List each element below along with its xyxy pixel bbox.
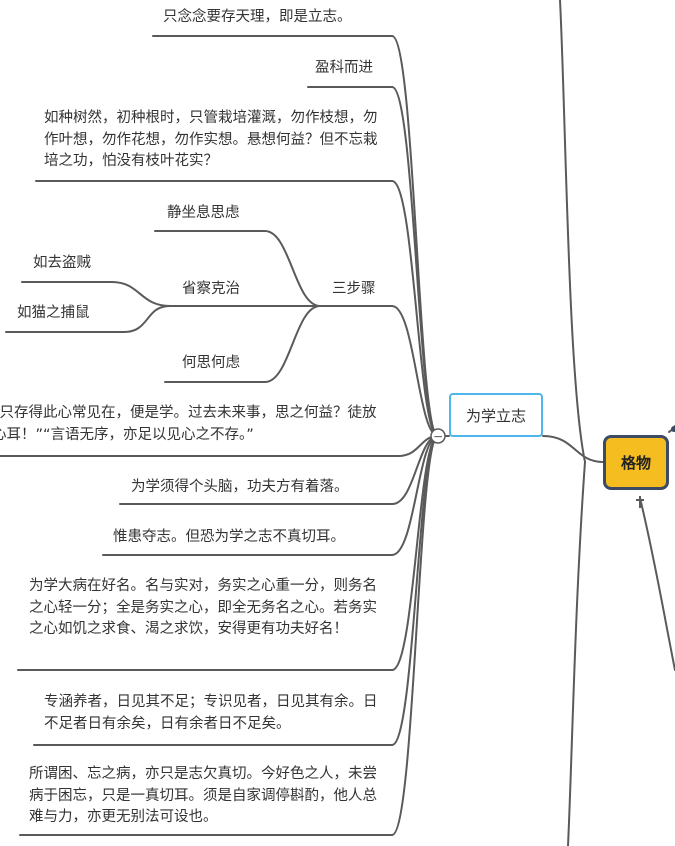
topic-leaf[interactable]: 为学须得个头脑，功夫方有着落。 bbox=[131, 479, 349, 495]
root-node[interactable]: 格物 bbox=[603, 435, 669, 490]
substep-node[interactable]: 如猫之捕鼠 bbox=[17, 305, 90, 321]
branch bbox=[391, 435, 439, 836]
topic-leaf[interactable]: 惟患夺志。但恐为学之志不真切耳。 bbox=[113, 529, 345, 545]
three-steps-node[interactable]: 三步骤 bbox=[332, 281, 376, 297]
branch bbox=[111, 281, 171, 307]
step-node[interactable]: 省察克治 bbox=[182, 281, 240, 297]
subtopic-node[interactable]: 为学立志 bbox=[449, 393, 543, 437]
substep-node[interactable]: 如去盗贼 bbox=[33, 255, 91, 271]
root-label: 格物 bbox=[620, 454, 651, 472]
collapse-toggle-symbol[interactable]: − bbox=[433, 430, 443, 444]
root-endpoint bbox=[671, 426, 675, 432]
subtopic-label: 为学立志 bbox=[465, 406, 526, 425]
step-node[interactable]: 何思何虑 bbox=[182, 355, 240, 371]
branch bbox=[391, 305, 439, 437]
branch bbox=[391, 435, 439, 556]
branch bbox=[123, 305, 171, 333]
branch bbox=[391, 180, 439, 437]
topic-leaf[interactable]: 专涵养者，日见其不足；专识见者，日见其有余。日不足者日有余矣，日有余者日不足矣。 bbox=[44, 694, 378, 732]
collapse-toggle[interactable] bbox=[430, 428, 446, 444]
topic-leaf[interactable]: 为学大病在好名。名与实对，务实之心重一分，则务名之心轻一分；全是务实之心，即全无… bbox=[29, 578, 377, 637]
branch bbox=[264, 230, 321, 307]
root-branch bbox=[639, 497, 675, 671]
connector-marker bbox=[636, 496, 644, 508]
topic-leaf[interactable]: 只念念要存天理，即是立志。 bbox=[163, 9, 352, 25]
topic-leaf[interactable]: 盈科而进 bbox=[315, 60, 373, 76]
root-branch bbox=[567, 461, 586, 846]
branch bbox=[391, 86, 439, 437]
topic-leaf[interactable]: 所谓困、忘之病，亦只是志欠真切。今好色之人，未尝病于困忘，只是一真切耳。须是自家… bbox=[29, 766, 377, 825]
branch bbox=[542, 435, 604, 463]
branch bbox=[391, 435, 439, 746]
topic-leaf[interactable]: 如种树然，初种根时，只管栽培灌溉，勿作枝想，勿作叶想，勿作花想，勿作实想。悬想何… bbox=[44, 110, 378, 169]
topic-leaf[interactable]: “只存得此心常见在，便是学。过去未来事，思之何益？徒放心耳！”“言语无序，亦足以… bbox=[0, 405, 377, 443]
step-node[interactable]: 静坐息思虑 bbox=[167, 205, 240, 221]
root-branch bbox=[559, 0, 586, 463]
branch bbox=[264, 305, 321, 383]
